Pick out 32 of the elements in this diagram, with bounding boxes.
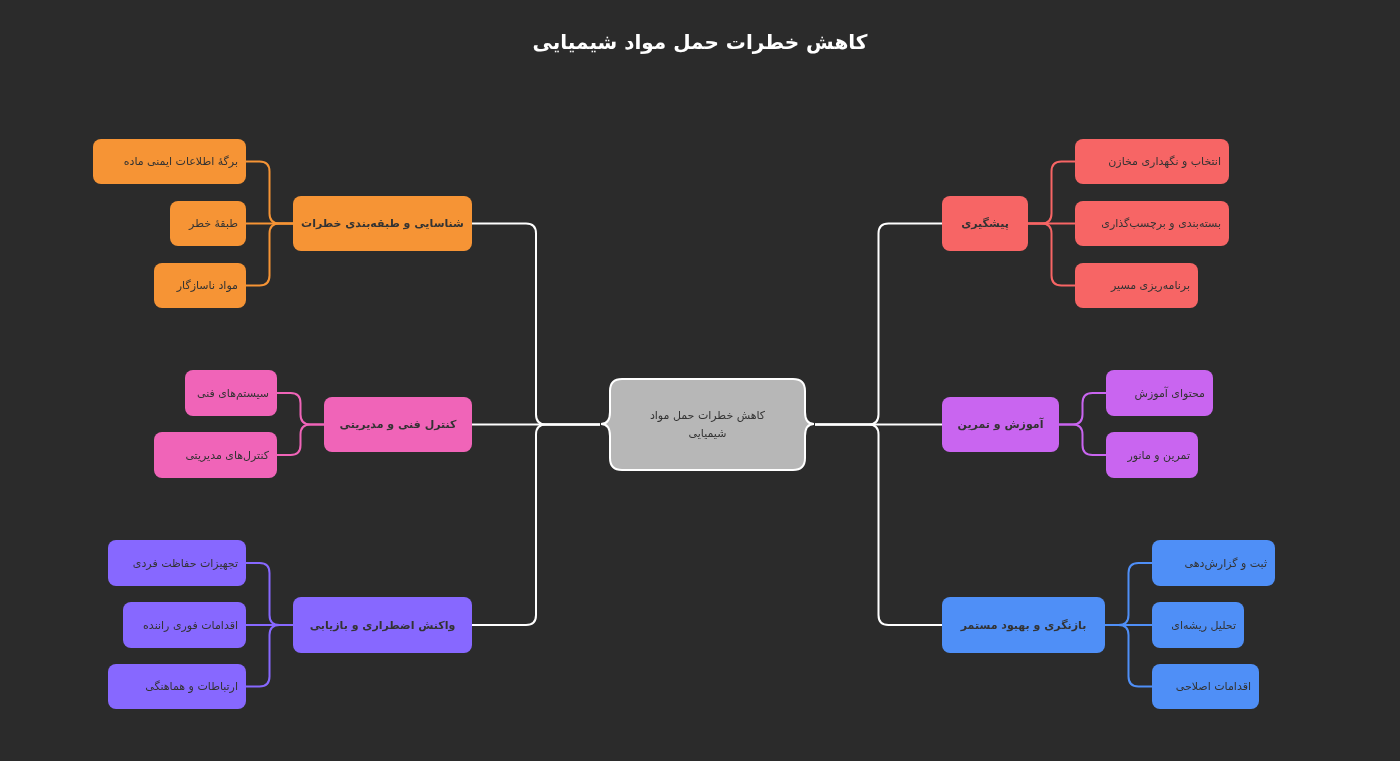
connector-line	[471, 423, 601, 626]
subtopic-box: محتوای آموزش	[1106, 370, 1213, 416]
topic-box: پیشگیری	[942, 196, 1028, 251]
subtopic-box: ارتباطات و هماهنگی	[108, 664, 246, 709]
topic-box: واکنش اضطراری و بازیابی	[293, 597, 472, 653]
subtopic-box: ثبت و گزارش‌دهی	[1152, 540, 1275, 586]
connector-line	[245, 222, 294, 287]
connector-line	[1058, 423, 1107, 456]
subtopic-box: تمرین و مانور	[1106, 432, 1198, 478]
topic-box: آموزش و تمرین	[942, 397, 1059, 452]
topic-box: شناسایی و طبقه‌بندی خطرات	[293, 196, 472, 251]
subtopic-box: سیستم‌های فنی	[185, 370, 277, 416]
topic-box: بازنگری و بهبود مستمر	[942, 597, 1105, 653]
subtopic-box: انتخاب و نگهداری مخازن	[1075, 139, 1229, 184]
connector-line	[814, 423, 943, 626]
subtopic-box: طبقهٔ خطر	[170, 201, 246, 246]
subtopic-box: کنترل‌های مدیریتی	[154, 432, 277, 478]
subtopic-box: بسته‌بندی و برچسب‌گذاری	[1075, 201, 1229, 246]
connector-line	[1027, 222, 1076, 287]
central-topic-box: کاهش خطرات حمل مواد شیمیایی	[600, 378, 815, 471]
subtopic-box: مواد ناسازگار	[154, 263, 246, 308]
subtopic-box: برگهٔ اطلاعات ایمنی ماده	[93, 139, 246, 184]
subtopic-box: اقدامات فوری راننده	[123, 602, 246, 648]
topic-box: کنترل فنی و مدیریتی	[324, 397, 472, 452]
connector-line	[245, 624, 294, 688]
title: کاهش خطرات حمل مواد شیمیایی	[531, 30, 869, 54]
connector-line	[1104, 624, 1153, 688]
subtopic-box: تحلیل ریشه‌ای	[1152, 602, 1244, 648]
subtopic-box: تجهیزات حفاظت فردی	[108, 540, 246, 586]
connector-line	[276, 423, 325, 456]
subtopic-box: برنامه‌ریزی مسیر	[1075, 263, 1198, 308]
subtopic-box: اقدامات اصلاحی	[1152, 664, 1259, 709]
